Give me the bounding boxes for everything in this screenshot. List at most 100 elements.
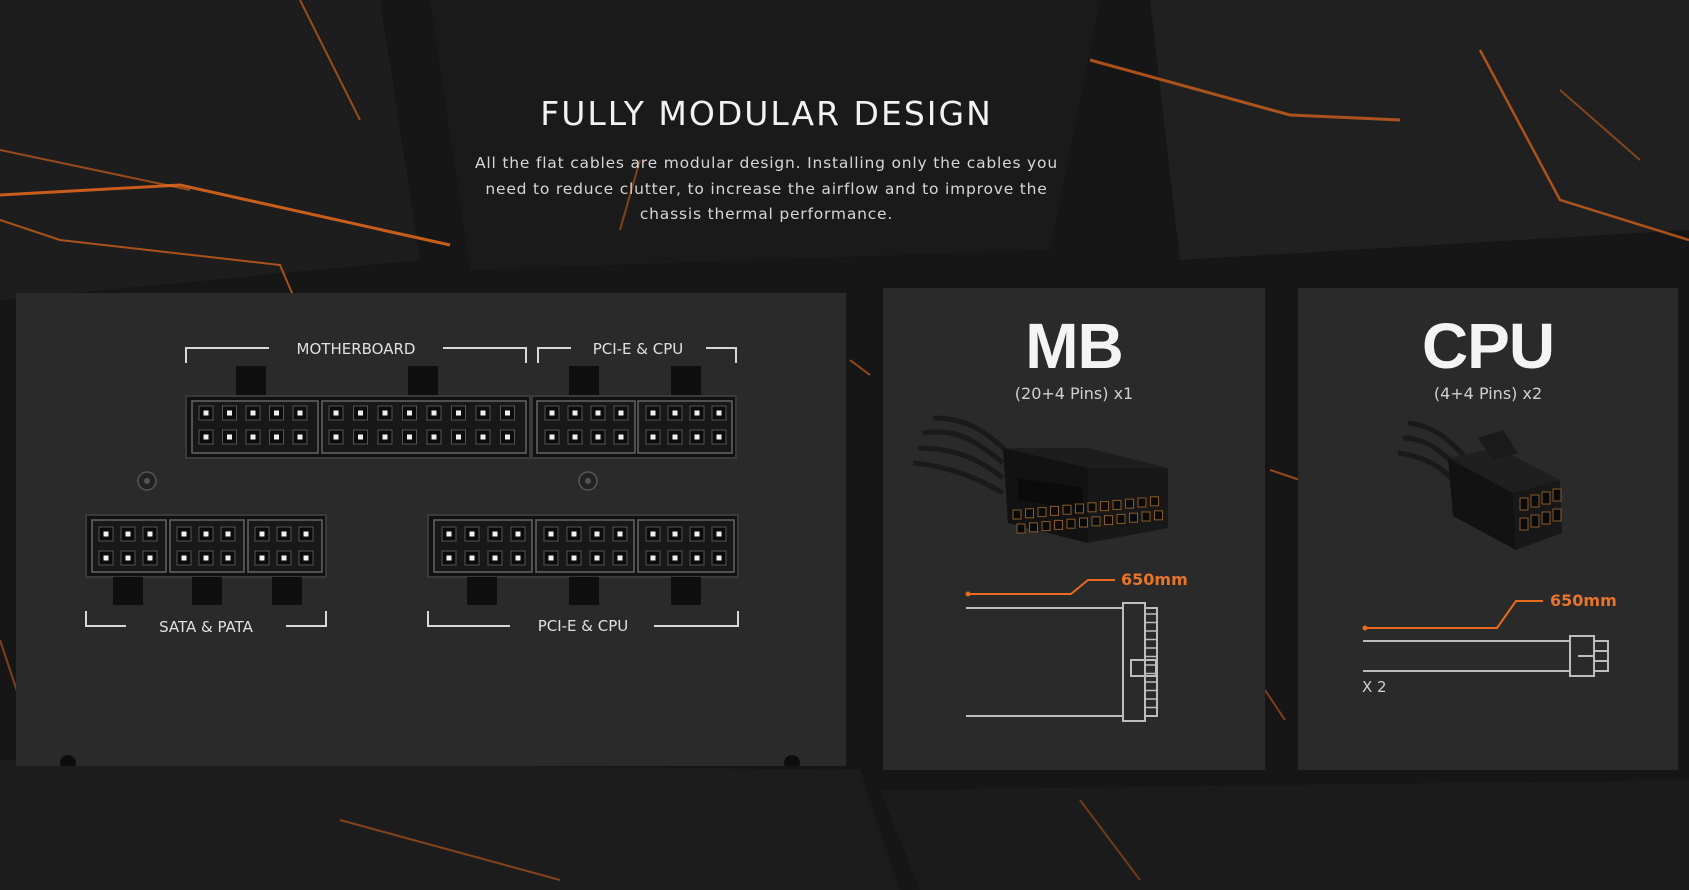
connector-pin xyxy=(500,429,515,445)
connector-pin xyxy=(451,429,466,445)
mb-connector-pin xyxy=(1150,496,1159,507)
connector-pin xyxy=(426,429,442,445)
connector-pin xyxy=(667,405,683,421)
cpu-cable-quantity: X 2 xyxy=(1362,678,1387,696)
connector-pin xyxy=(500,405,515,421)
mb-connector-pin xyxy=(1029,522,1038,533)
cpu-connector-pin xyxy=(1519,497,1529,511)
mb-cable-diagram xyxy=(966,602,1158,722)
mb-length-line xyxy=(968,579,1115,595)
connector-pin xyxy=(176,550,192,566)
connector-pin xyxy=(711,405,727,421)
connector-pin xyxy=(645,429,661,445)
connector-pin xyxy=(98,550,114,566)
connector-pin xyxy=(245,429,261,445)
connector-pin xyxy=(120,550,136,566)
mb-connector-pin xyxy=(1062,504,1072,515)
cpu-connector-pin xyxy=(1541,511,1551,525)
cpu-card-title: CPU xyxy=(1421,310,1555,382)
connector-pin xyxy=(353,405,368,421)
connector-pin xyxy=(328,429,344,445)
connector-pin xyxy=(220,550,236,566)
cpu-cable-diagram xyxy=(1363,635,1609,677)
motherboard-label: MOTHERBOARD xyxy=(297,340,416,358)
screw-icon xyxy=(137,471,157,491)
cpu-connector-pin xyxy=(1541,491,1551,505)
connector-pin xyxy=(590,429,606,445)
connector-pin xyxy=(567,429,583,445)
connector-pin xyxy=(198,550,214,566)
connector-pin xyxy=(377,405,393,421)
cpu-length-line xyxy=(1365,600,1543,629)
sata-pata-label: SATA & PATA xyxy=(159,618,254,636)
connector-pin xyxy=(544,405,560,421)
connector-pin xyxy=(711,526,727,542)
mb-connector-pin xyxy=(1079,517,1088,528)
connector-pin xyxy=(298,550,314,566)
connector-pin xyxy=(426,405,442,421)
psu-modular-panel: MOTHERBOARD PCI-E & CPU SATA & PATA PCI-… xyxy=(16,293,846,771)
connector-pin xyxy=(475,405,491,421)
connector-pin xyxy=(142,526,158,542)
connector-pin xyxy=(402,405,417,421)
connector-pin xyxy=(276,526,292,542)
connector-pin xyxy=(276,550,292,566)
mb-connector-pin xyxy=(1137,497,1147,508)
connector-pin xyxy=(510,526,526,542)
mb-connector-pin xyxy=(1087,502,1097,513)
mb-connector-pin xyxy=(1104,515,1113,526)
connector-pin xyxy=(510,550,526,566)
connector-pin xyxy=(451,405,466,421)
pcie-cpu-top-label: PCI-E & CPU xyxy=(593,340,684,358)
cpu-cable-illustration xyxy=(1362,420,1609,677)
connector-pin xyxy=(590,405,606,421)
mb-connector-pin xyxy=(1091,516,1101,527)
connector-pin xyxy=(613,405,629,421)
mb-connector-icon xyxy=(912,415,1168,543)
connector-pin xyxy=(667,550,683,566)
connector-pin xyxy=(292,405,308,421)
mb-connector-pin xyxy=(1116,513,1126,524)
connector-pin xyxy=(198,526,214,542)
connector-pin xyxy=(245,405,261,421)
mb-connector-pin xyxy=(1075,503,1084,514)
mb-connector-pin xyxy=(1129,512,1138,523)
connector-pin xyxy=(441,526,457,542)
mb-connector-pin xyxy=(1037,507,1047,518)
mb-connector-pin xyxy=(1141,511,1151,522)
connector-pin xyxy=(402,429,417,445)
connector-pin xyxy=(377,429,393,445)
connector-pin xyxy=(176,526,192,542)
mb-connector-pin xyxy=(1066,518,1076,529)
connector-pin xyxy=(298,526,314,542)
cpu-connector-pin xyxy=(1552,488,1562,502)
mb-connector-pin xyxy=(1112,499,1122,510)
connector-pin xyxy=(487,526,503,542)
connector-pin xyxy=(328,405,344,421)
mb-cable-card: MB (20+4 Pins) x1 650mm xyxy=(883,288,1265,770)
connector-pin xyxy=(567,405,583,421)
connector-pin xyxy=(464,526,480,542)
cpu-cable-card: CPU (4+4 Pins) x2 650mm X 2 xyxy=(1298,288,1678,770)
connector-pin xyxy=(198,405,214,421)
cpu-connector-pin xyxy=(1530,494,1540,508)
connector-pin xyxy=(543,526,559,542)
connector-pin xyxy=(612,526,628,542)
connector-pin xyxy=(612,550,628,566)
connector-pin xyxy=(667,526,683,542)
connector-pin xyxy=(711,429,727,445)
pcie-cpu-bottom-label: PCI-E & CPU xyxy=(538,617,629,635)
connector-pin xyxy=(689,405,705,421)
section-title: FULLY MODULAR DESIGN xyxy=(540,94,993,133)
mb-connector-pin xyxy=(1050,505,1059,516)
mb-cable-length: 650mm xyxy=(1121,570,1188,589)
connector-pin xyxy=(613,429,629,445)
mb-connector-pin xyxy=(1025,508,1034,519)
connector-pin xyxy=(254,550,270,566)
connector-pin xyxy=(269,429,284,445)
connector-pin xyxy=(120,526,136,542)
connector-pin xyxy=(645,526,661,542)
connector-pin xyxy=(220,526,236,542)
mb-connector-pin xyxy=(1125,498,1134,509)
connector-pin xyxy=(269,405,284,421)
